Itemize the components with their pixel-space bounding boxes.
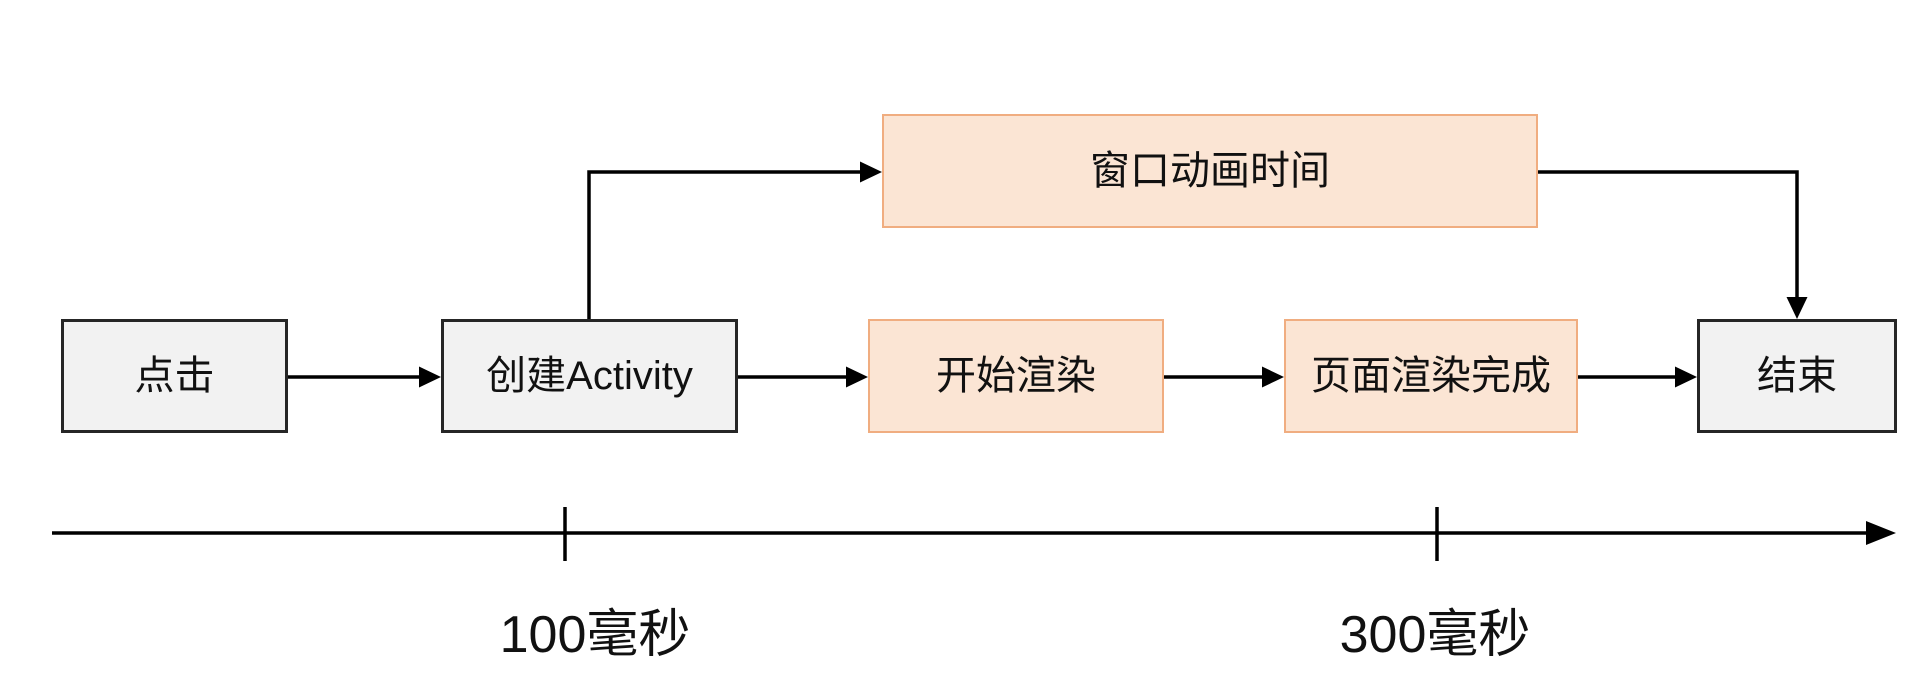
node-label: 窗口动画时间 xyxy=(1090,149,1330,193)
arrow-window-animation-to-end xyxy=(1538,170,1808,319)
timeline-label-100ms: 100毫秒 xyxy=(499,606,691,664)
node-label: 开始渲染 xyxy=(936,354,1096,398)
node-label: 页面渲染完成 xyxy=(1311,354,1551,398)
node-render-complete: 页面渲染完成 xyxy=(1284,319,1578,433)
node-end: 结束 xyxy=(1697,319,1897,433)
node-window-animation: 窗口动画时间 xyxy=(882,114,1538,228)
node-start-render: 开始渲染 xyxy=(868,319,1164,433)
timeline-label-300ms: 300毫秒 xyxy=(1339,606,1531,664)
timeline-axis xyxy=(52,521,1896,545)
node-click: 点击 xyxy=(61,319,288,433)
node-create-activity: 创建Activity xyxy=(441,319,738,433)
node-label: 点击 xyxy=(134,354,215,398)
arrow-create-activity-to-window-animation xyxy=(587,161,882,319)
arrow-render-complete-to-end xyxy=(1578,366,1697,388)
arrow-create-activity-to-start-render xyxy=(738,366,868,388)
arrow-start-render-to-render-complete xyxy=(1164,366,1284,388)
node-label: 结束 xyxy=(1757,354,1837,398)
node-label: 创建Activity xyxy=(486,354,693,398)
arrow-click-to-create-activity xyxy=(288,366,441,388)
